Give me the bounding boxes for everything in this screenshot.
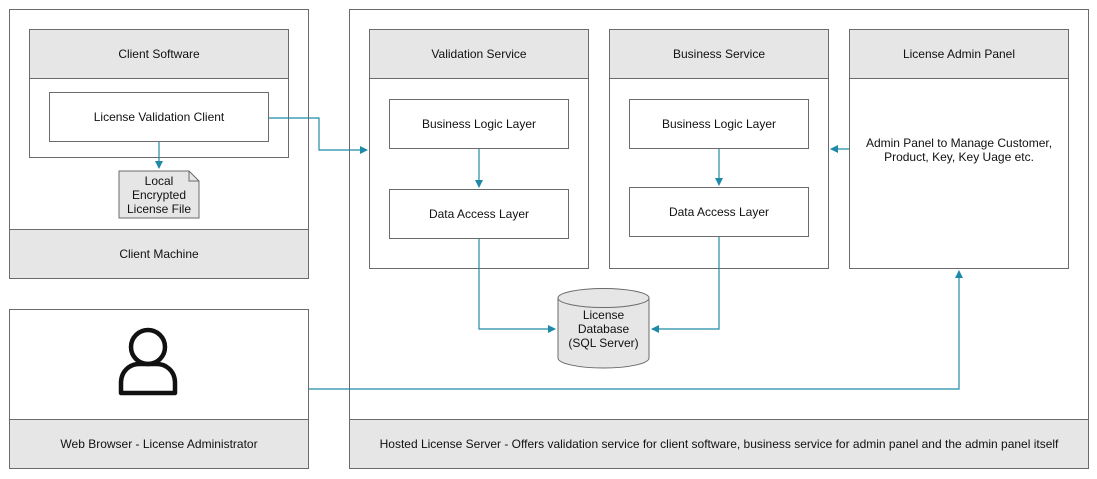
business-business-logic-layer: Business Logic Layer (629, 99, 809, 149)
license-validation-client: License Validation Client (49, 92, 269, 142)
license-admin-panel-description: Admin Panel to Manage Customer, Product,… (865, 136, 1053, 164)
license-database-label: License Database (SQL Server) (568, 308, 639, 350)
business-service-title: Business Service (609, 29, 829, 79)
validation-data-access-layer: Data Access Layer (389, 189, 569, 239)
web-browser-label: Web Browser - License Administrator (9, 419, 309, 469)
validation-business-logic-layer: Business Logic Layer (389, 99, 569, 149)
user-icon (118, 327, 178, 396)
local-license-file-icon (118, 170, 200, 219)
client-software-title: Client Software (29, 29, 289, 79)
business-data-access-layer: Data Access Layer (629, 187, 809, 237)
license-admin-panel-title: License Admin Panel (849, 29, 1069, 79)
client-machine-label: Client Machine (9, 229, 309, 279)
hosted-license-server-label: Hosted License Server - Offers validatio… (349, 419, 1089, 469)
local-license-file-label: Local Encrypted License File (126, 173, 192, 216)
validation-service-title: Validation Service (369, 29, 589, 79)
